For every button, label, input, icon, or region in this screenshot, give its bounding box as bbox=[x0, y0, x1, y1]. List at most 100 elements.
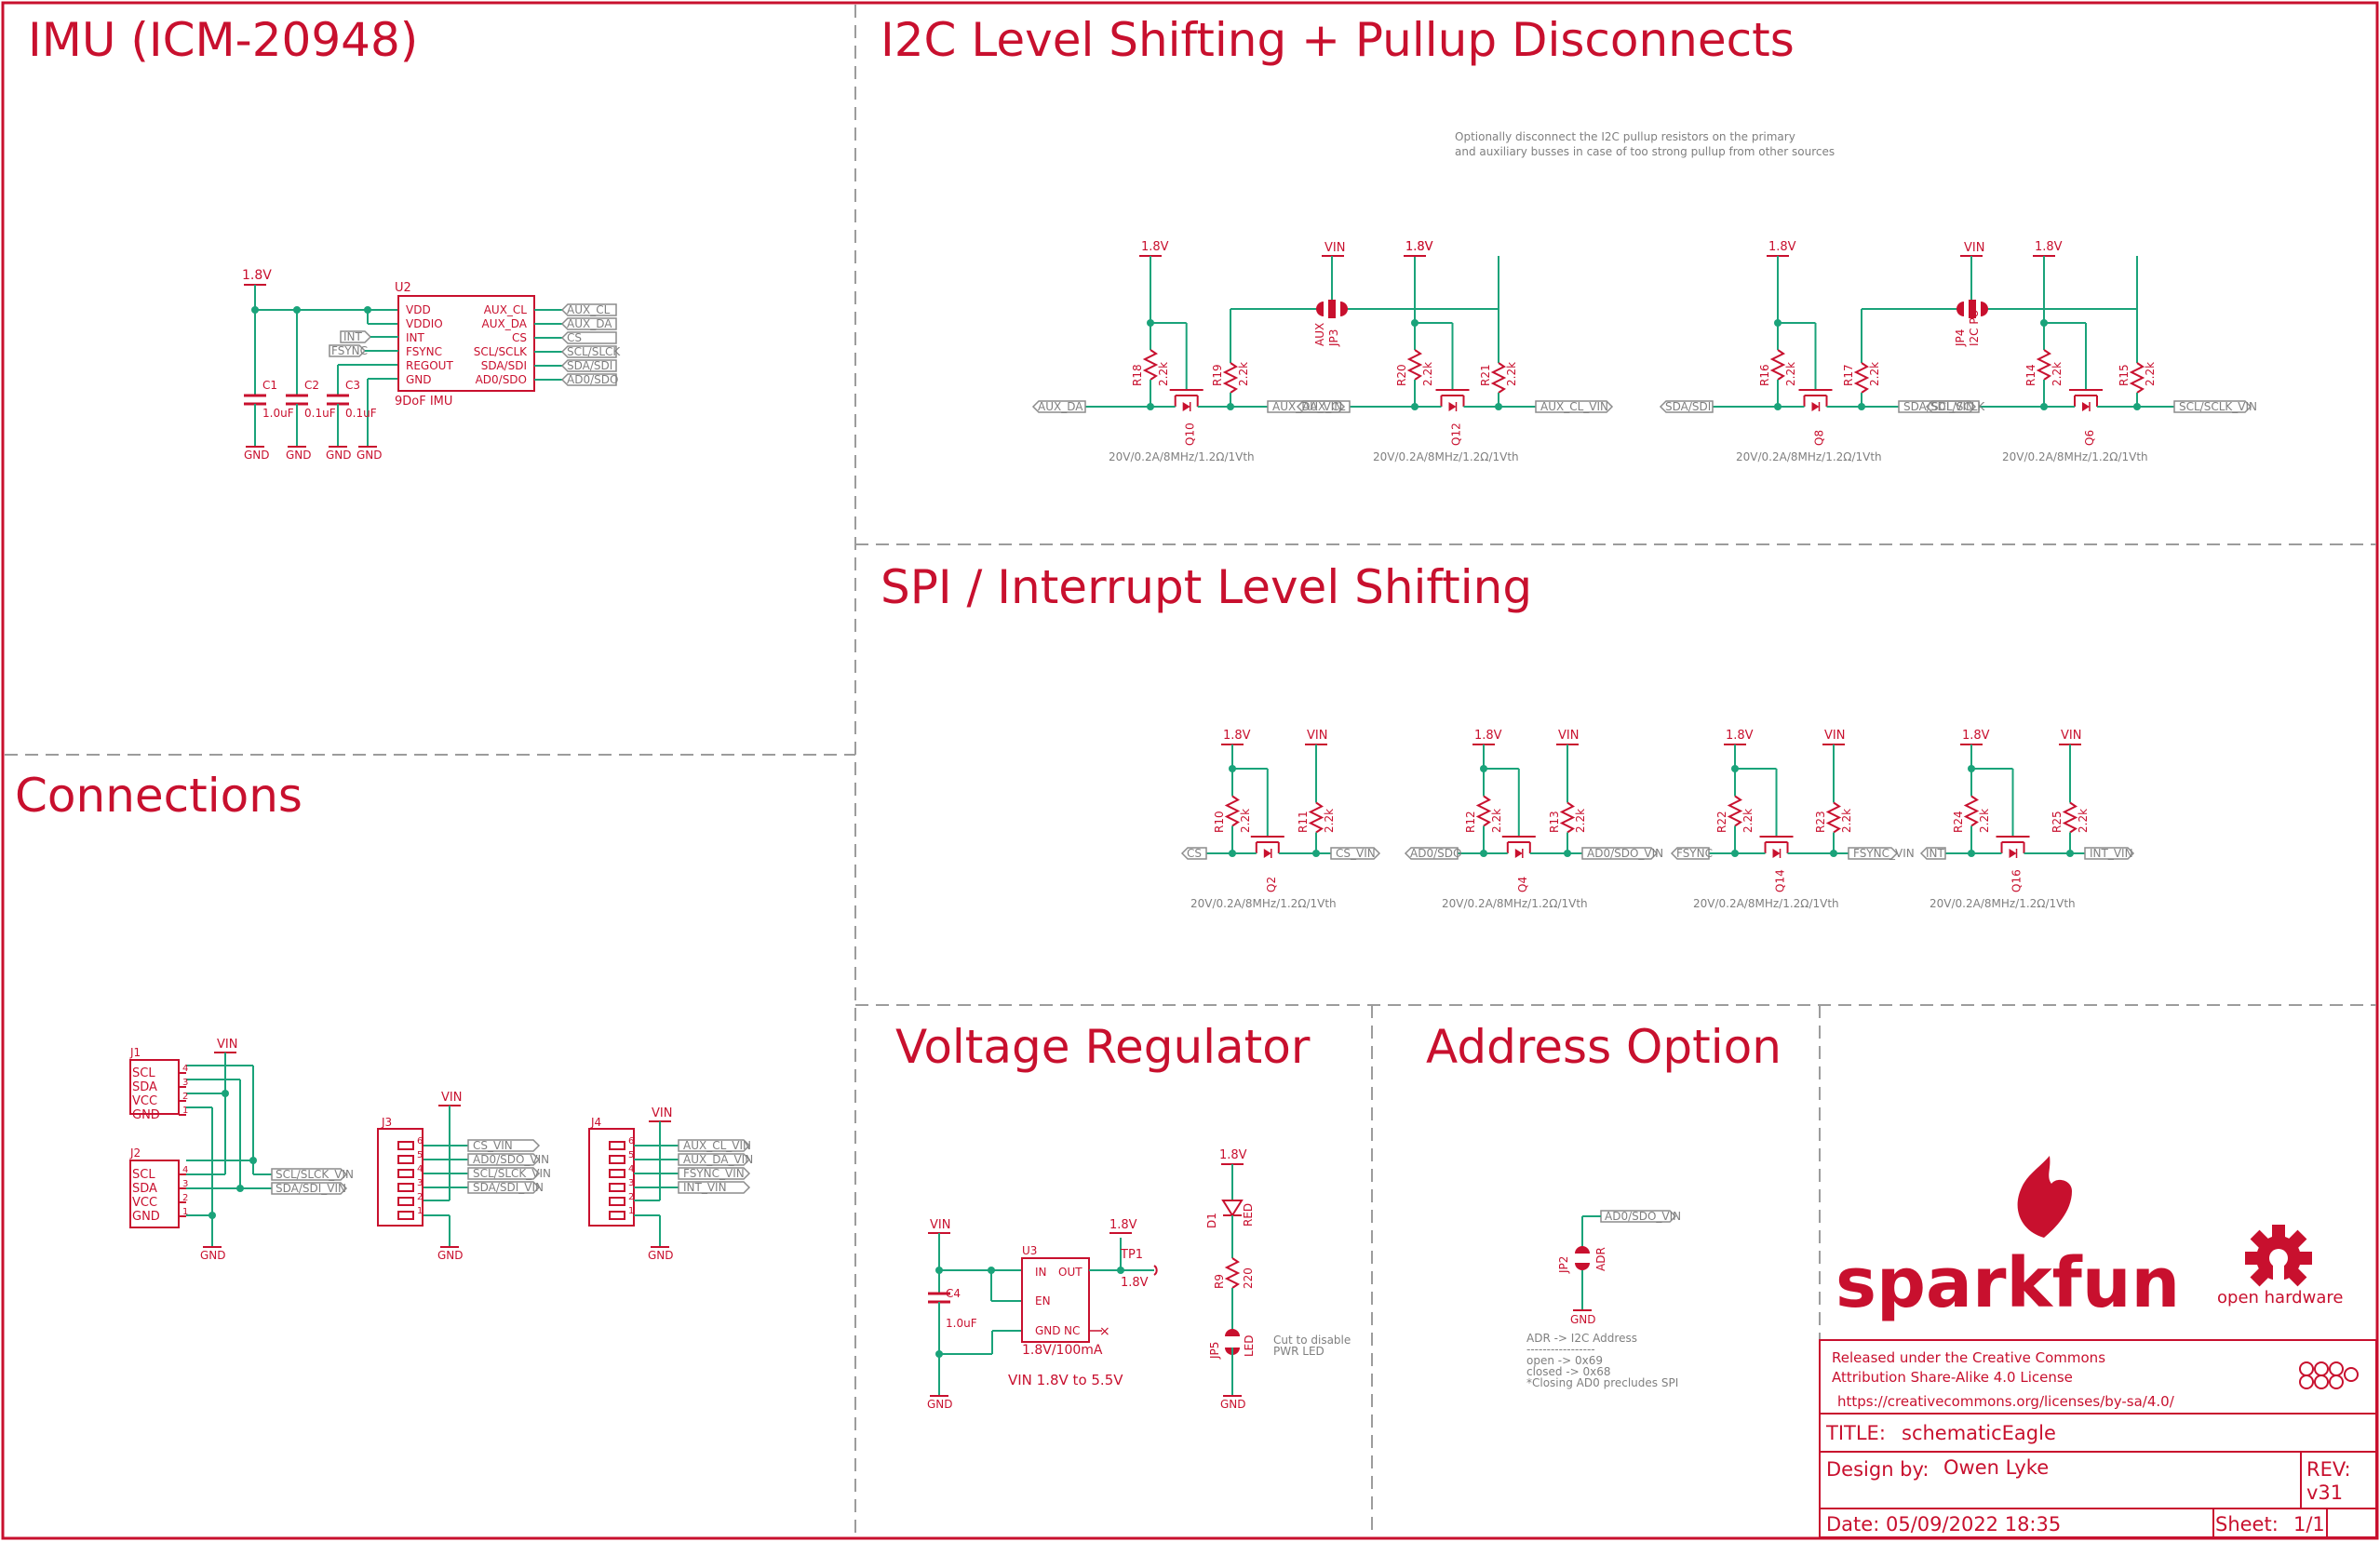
resistor bbox=[1559, 782, 1576, 853]
svg-text:GND: GND bbox=[286, 449, 312, 462]
svg-text:C4: C4 bbox=[946, 1287, 961, 1300]
net-tag: INT_VIN bbox=[678, 1181, 751, 1194]
resistor-ref: R10 bbox=[1213, 811, 1226, 833]
connector-pin-label: GND bbox=[132, 1210, 160, 1224]
cap-c3: C3 0.1uF bbox=[327, 379, 377, 447]
resistor bbox=[1224, 769, 1241, 853]
resistor-ref: R11 bbox=[1297, 811, 1310, 833]
resistor-ref: R21 bbox=[1479, 364, 1492, 386]
regulator-schematic: VIN C4 1.0uF GND U3 IN OUT EN GND NC 1.8… bbox=[927, 1148, 1351, 1411]
resistor-ref: R23 bbox=[1814, 811, 1827, 833]
resistor bbox=[1222, 349, 1239, 407]
connector-pin-number: 5 bbox=[628, 1150, 634, 1160]
net-tag: AUX_DA bbox=[560, 317, 617, 330]
svg-text:VIN: VIN bbox=[441, 1091, 462, 1105]
mosfet bbox=[1759, 836, 1794, 858]
net-tag: INT_VIN bbox=[2084, 847, 2135, 860]
net-tag-label: SDA/SDI bbox=[1665, 400, 1711, 413]
section-title-i2c: I2C Level Shifting + Pullup Disconnects bbox=[881, 13, 1795, 67]
net-tag-label: FSYNC bbox=[1676, 847, 1713, 860]
regulator-chip-body bbox=[1021, 1257, 1090, 1343]
net-tag-label: SDA/SDI_VIN bbox=[1903, 400, 1974, 413]
net-tag-label: CS_VIN bbox=[1336, 847, 1376, 860]
mosfet-spec: 20V/0.2A/8MHz/1.2Ω/1Vth bbox=[1736, 450, 1882, 463]
mosfet-ref: Q16 bbox=[2010, 869, 2024, 892]
pullup-note-line1: Optionally disconnect the I2C pullup res… bbox=[1455, 130, 1795, 143]
net-tag-label: AUX_DA_VIN bbox=[683, 1153, 753, 1166]
resistor-value: 2.2k bbox=[1505, 362, 1518, 386]
imu-pin-label: SCL/SCLK bbox=[474, 345, 528, 358]
section-title-spi: SPI / Interrupt Level Shifting bbox=[881, 560, 1532, 614]
svg-text:IN: IN bbox=[1035, 1266, 1047, 1279]
imu-pin-label: VDDIO bbox=[406, 317, 443, 330]
connector-j4 bbox=[588, 1128, 635, 1227]
pullup-note-line2: and auxiliary busses in case of too stro… bbox=[1455, 145, 1835, 158]
svg-text:RED: RED bbox=[1242, 1203, 1255, 1227]
resistor-value: 2.2k bbox=[1490, 809, 1503, 833]
resistor bbox=[2036, 323, 2052, 407]
svg-text:GND: GND bbox=[648, 1249, 674, 1262]
section-title-address: Address Option bbox=[1426, 1020, 1782, 1074]
connector-pin-number: 2 bbox=[417, 1192, 423, 1202]
connector-pin-label: VCC bbox=[132, 1196, 157, 1210]
sparkfun-logo: sparkfun bbox=[1835, 1156, 2180, 1323]
cap-c2-value: 0.1uF bbox=[304, 407, 336, 420]
svg-text:https://creativecommons.org/li: https://creativecommons.org/licenses/by-… bbox=[1837, 1393, 2175, 1410]
mosfet bbox=[1169, 389, 1203, 411]
connector-pin-number: 2 bbox=[628, 1192, 634, 1202]
net-tag-label: AUX_CL_VIN bbox=[683, 1139, 751, 1152]
resistor bbox=[1490, 349, 1507, 407]
svg-text:JP2: JP2 bbox=[1557, 1256, 1570, 1274]
svg-text:LED: LED bbox=[1243, 1334, 1256, 1357]
mosfet-spec: 20V/0.2A/8MHz/1.2Ω/1Vth bbox=[1373, 450, 1519, 463]
resistor-ref: R12 bbox=[1464, 811, 1477, 833]
connector-pin-number: 3 bbox=[417, 1178, 423, 1188]
supply-label: 1.8V bbox=[1141, 240, 1169, 254]
svg-text:schematicEagle: schematicEagle bbox=[1902, 1422, 2056, 1444]
mosfet-spec: 20V/0.2A/8MHz/1.2Ω/1Vth bbox=[1190, 897, 1337, 910]
svg-text:ADR -> I2C Address: ADR -> I2C Address bbox=[1526, 1332, 1637, 1345]
resistor-value: 2.2k bbox=[1421, 362, 1434, 386]
net-tag: FSYNC_VIN bbox=[1848, 847, 1915, 860]
net-tag-label: AUX_DA bbox=[567, 317, 612, 330]
net-tag-label: CS bbox=[567, 331, 582, 344]
net-tag-label: AUX_DA bbox=[1038, 400, 1083, 413]
svg-text:GND: GND bbox=[200, 1249, 226, 1262]
cap-c3-value: 0.1uF bbox=[345, 407, 377, 420]
connector-pin-number: 4 bbox=[182, 1064, 188, 1074]
mosfet bbox=[1501, 836, 1536, 858]
resistor-value: 2.2k bbox=[1239, 809, 1252, 833]
imu-supply-label: 1.8V bbox=[242, 268, 272, 283]
connector-pin-label: GND bbox=[132, 1108, 160, 1122]
net-tag: AUX_CL bbox=[560, 303, 617, 316]
net-tag-sda-sdi-vin: SDA/SDI_VIN bbox=[271, 1182, 348, 1195]
svg-text:VIN: VIN bbox=[1964, 241, 1984, 255]
supply-label: 1.8V bbox=[1405, 240, 1433, 254]
imu-pin-label: GND bbox=[406, 373, 432, 386]
svg-text:J3: J3 bbox=[381, 1116, 392, 1129]
net-tag: SDA/SDI bbox=[560, 359, 617, 372]
resistor bbox=[1308, 782, 1324, 853]
resistor-value: 2.2k bbox=[1323, 809, 1336, 833]
net-tag: CS bbox=[560, 331, 617, 344]
svg-text:Design by:: Design by: bbox=[1826, 1458, 1930, 1481]
svg-text:closed -> 0x68: closed -> 0x68 bbox=[1526, 1365, 1611, 1378]
supply-label: VIN bbox=[2061, 729, 2081, 743]
supply-label: 1.8V bbox=[1223, 729, 1251, 743]
net-tag-label: SCL/SLCK bbox=[567, 345, 621, 358]
mosfet-ref: Q8 bbox=[1813, 430, 1826, 446]
connector-pin-number: 4 bbox=[182, 1165, 188, 1175]
svg-text:Released under the Creative Co: Released under the Creative Commons bbox=[1832, 1349, 2105, 1366]
net-tag: AD0/SDO bbox=[1404, 847, 1461, 860]
svg-text:1/1: 1/1 bbox=[2293, 1513, 2325, 1535]
svg-text:R9: R9 bbox=[1213, 1274, 1226, 1289]
resistor-ref: R24 bbox=[1952, 811, 1965, 833]
resistor-ref: R25 bbox=[2051, 811, 2064, 833]
